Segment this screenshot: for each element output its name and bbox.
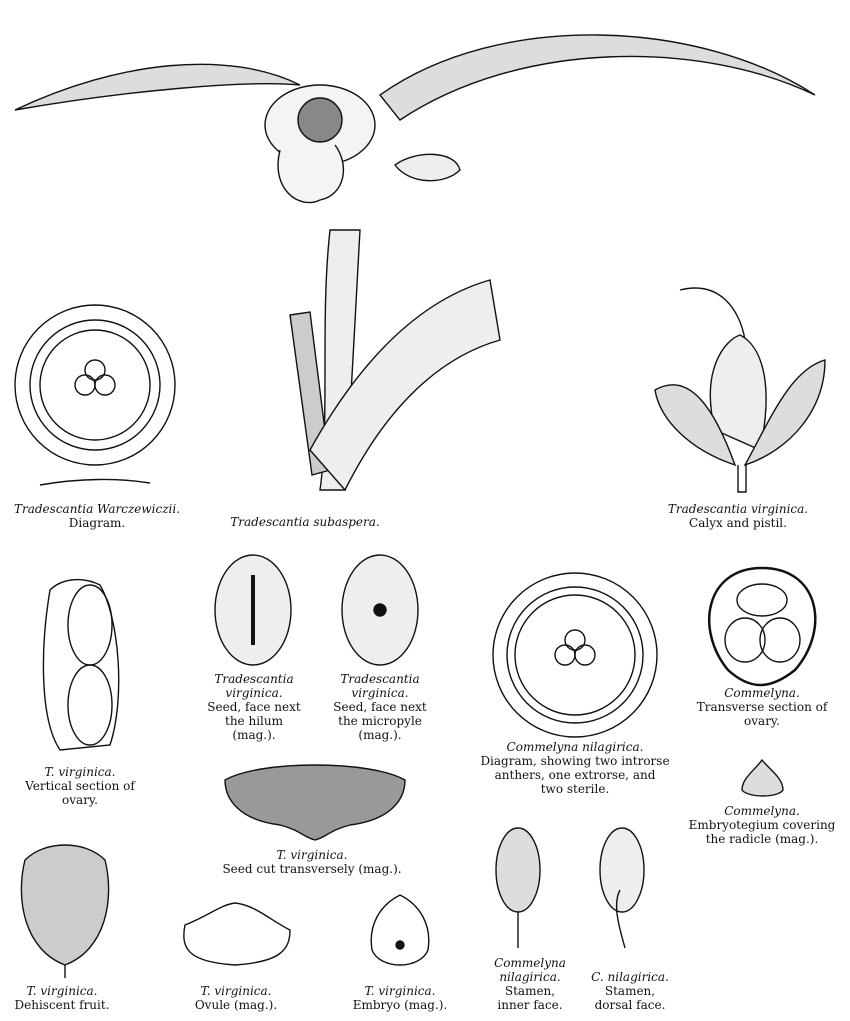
caption-desc: Ovule (mag.). [194, 998, 278, 1012]
caption-species: Commelyna. [724, 686, 800, 700]
caption-desc: two sterile. [540, 782, 610, 796]
subaspera-plant-illustration [14, 34, 816, 492]
caption-desc: Seed, face next [333, 700, 427, 714]
seed-micropyle-illustration [341, 554, 419, 666]
caption-seed-hilum: Tradescantia virginica. Seed, face next … [207, 672, 300, 742]
caption-desc: (mag.). [232, 728, 276, 742]
embryotegium-illustration [741, 758, 784, 797]
caption-species: Tradescantia virginica. [667, 502, 809, 516]
caption-desc: dorsal face. [594, 998, 666, 1012]
caption-species: T. virginica. [276, 848, 348, 862]
caption-desc: Dehiscent fruit. [14, 998, 110, 1012]
caption-species: Commelyna [494, 956, 566, 970]
commelyna-ovary-illustration [708, 566, 817, 687]
caption-desc: ovary. [744, 714, 780, 728]
caption-calyx-pistil: Tradescantia virginica. Calyx and pistil… [668, 502, 808, 530]
calyx-pistil-illustration [654, 287, 826, 493]
caption-warczewiczii-diagram: Tradescantia Warczewiczii. Diagram. [14, 502, 180, 530]
caption-vertical-section: T. virginica. Vertical section of ovary. [25, 765, 135, 807]
caption-seed-micropyle: Tradescantia virginica. Seed, face next … [333, 672, 426, 742]
caption-species: Commelyna nilagirica. [506, 740, 644, 754]
caption-species: C. nilagirica. [591, 970, 669, 984]
caption-desc: (mag.). [358, 728, 402, 742]
caption-ovule: T. virginica. Ovule (mag.). [195, 984, 277, 1012]
caption-desc: the radicle (mag.). [705, 832, 819, 846]
caption-species: T. virginica. [200, 984, 272, 998]
caption-desc: Transverse section of [696, 700, 828, 714]
caption-desc: Diagram, showing two introrse [480, 754, 670, 768]
caption-desc: Diagram. [68, 516, 126, 530]
caption-species: Tradescantia subaspera. [230, 515, 380, 529]
caption-dehiscent-fruit: T. virginica. Dehiscent fruit. [14, 984, 109, 1012]
caption-desc: Stamen, [504, 984, 556, 998]
caption-desc: the hilum [225, 714, 283, 728]
caption-desc: ovary. [62, 793, 98, 807]
caption-species: Tradescantia [340, 672, 420, 686]
caption-species: T. virginica. [364, 984, 436, 998]
caption-commelyna-ovary: Commelyna. Transverse section of ovary. [697, 686, 828, 728]
caption-subaspera: Tradescantia subaspera. [230, 515, 379, 529]
caption-species: T. virginica. [26, 984, 98, 998]
caption-desc: Stamen, [604, 984, 656, 998]
stamen-dorsal-illustration [599, 827, 645, 949]
caption-desc: Vertical section of [25, 779, 135, 793]
caption-desc: Seed, face next [207, 700, 301, 714]
ovule-illustration [183, 902, 291, 966]
caption-desc: inner face. [497, 998, 563, 1012]
seed-hilum-illustration [214, 554, 292, 666]
caption-embryo: T. virginica. Embryo (mag.). [353, 984, 448, 1012]
caption-species: Tradescantia Warczewiczii. [13, 502, 181, 516]
caption-desc: anthers, one extrorse, and [494, 768, 656, 782]
vertical-section-illustration [42, 578, 120, 751]
warczewiczii-diagram-illustration [14, 304, 176, 486]
dehiscent-fruit-illustration [20, 844, 110, 978]
stamen-inner-illustration [495, 827, 541, 948]
seed-transverse-illustration [224, 764, 406, 841]
caption-species: Commelyna. [724, 804, 800, 818]
caption-stamen-dorsal: C. nilagirica. Stamen, dorsal face. [591, 970, 669, 1012]
caption-stamen-inner: Commelyna nilagirica. Stamen, inner face… [494, 956, 566, 1012]
caption-seed-transverse: T. virginica. Seed cut transversely (mag… [222, 848, 401, 876]
caption-desc: Seed cut transversely (mag.). [222, 862, 402, 876]
caption-desc: Calyx and pistil. [689, 516, 787, 530]
caption-species: T. virginica. [44, 765, 116, 779]
commelyna-diagram-illustration [492, 572, 658, 738]
caption-desc: Embryo (mag.). [352, 998, 448, 1012]
caption-species: virginica. [351, 686, 409, 700]
embryo-illustration [370, 894, 430, 966]
caption-embryotegium: Commelyna. Embryotegium covering the rad… [689, 804, 836, 846]
caption-commelyna-diagram: Commelyna nilagirica. Diagram, showing t… [480, 740, 669, 796]
caption-species: virginica. [225, 686, 283, 700]
caption-species: Tradescantia [214, 672, 294, 686]
caption-desc: Embryotegium covering [688, 818, 836, 832]
caption-species: nilagirica. [499, 970, 561, 984]
caption-desc: the micropyle [338, 714, 422, 728]
